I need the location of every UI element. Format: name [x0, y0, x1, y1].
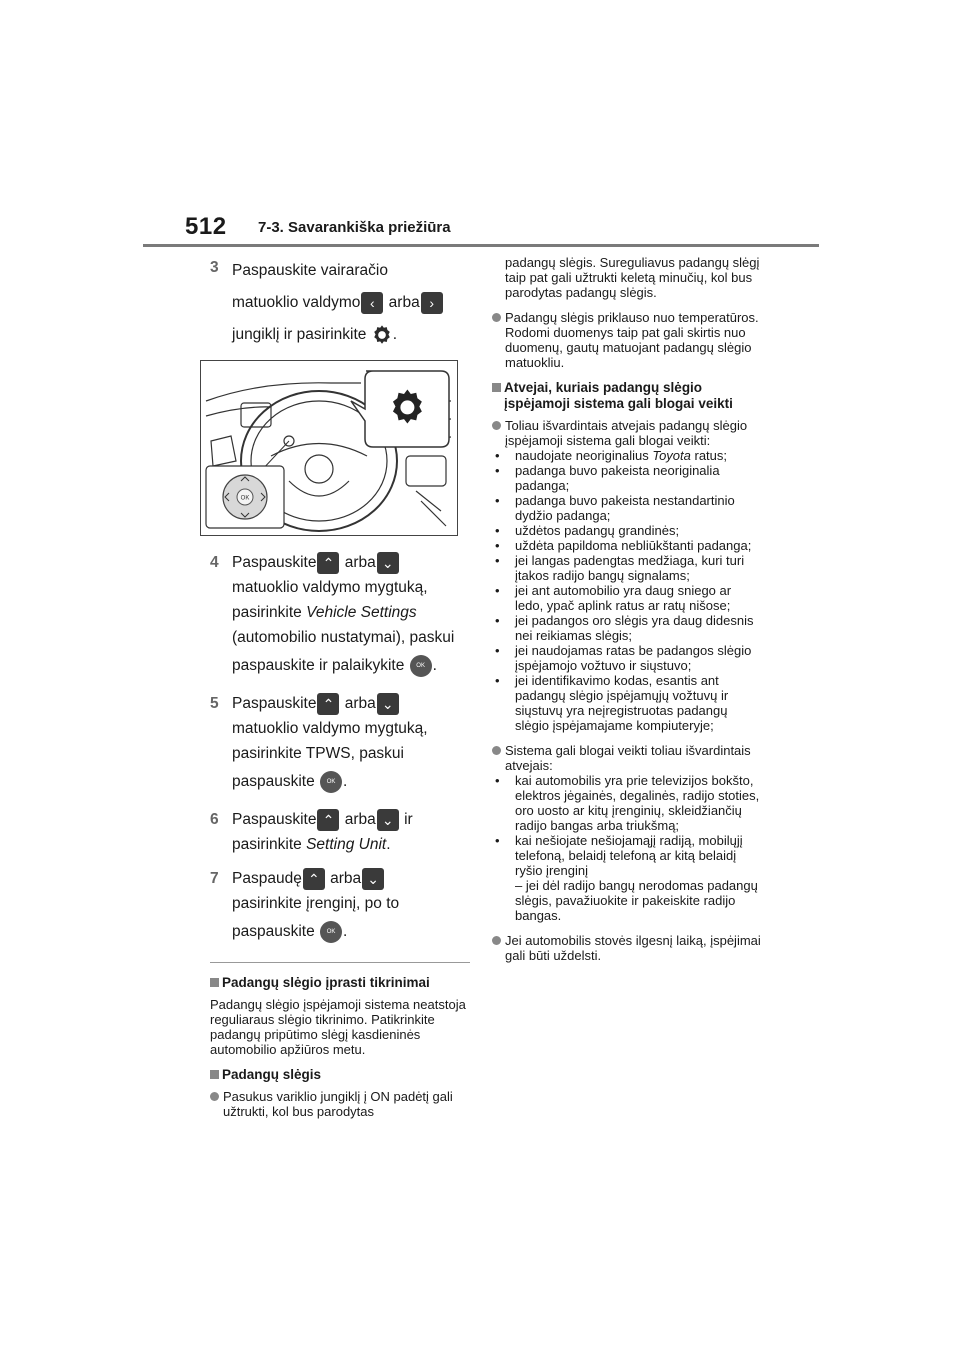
step-3: 3 Paspauskite vairaračio matuoklio valdy…	[210, 255, 470, 351]
chevron-up-icon: ⌃	[302, 867, 325, 890]
list-item: •naudojate neoriginalius Toyota ratus;	[495, 448, 728, 463]
step-number: 4	[210, 554, 219, 571]
step-text: pasirinkite Setting Unit.	[232, 836, 391, 853]
chevron-down-icon: ⌄	[376, 692, 399, 715]
step-text: matuoklio valdymo mygtuką,	[232, 720, 428, 737]
round-bullet-icon	[492, 421, 501, 430]
step-text: matuoklio valdymo mygtuką,	[232, 579, 428, 596]
step-text: paspauskite ir palaikykite OK.	[232, 650, 470, 682]
step-6: 6 Paspauskite⌃ arba⌄ ir pasirinkite Sett…	[210, 807, 470, 857]
step-text: matuoklio valdymo‹ arba›	[232, 287, 470, 319]
chevron-up-icon: ⌃	[317, 692, 340, 715]
list-item: •uždėtos padangų grandinės;	[495, 523, 680, 538]
interference-note: – jei dėl radijo bangų nerodomas padangų…	[515, 878, 758, 923]
square-bullet-icon	[492, 383, 501, 392]
step-7: 7 Paspaudę⌃ arba⌄ pasirinkite įrenginį, …	[210, 866, 470, 948]
checks-paragraph: Padangų slėgio įspėjamoji sistema neatst…	[210, 997, 466, 1057]
right-column: padangų slėgis. Sureguliavus padangų slė…	[492, 255, 762, 973]
round-bullet-icon	[492, 746, 501, 755]
cases-bullet: Toliau išvardintais atvejais padangų slė…	[492, 418, 762, 448]
header-divider	[143, 244, 819, 247]
step-number: 6	[210, 811, 219, 828]
delay-bullet: Jei automobilis stovės ilgesnį laiką, įs…	[492, 933, 762, 963]
interference-list: •kai automobilis yra prie televizijos bo…	[492, 773, 762, 923]
round-bullet-icon	[492, 936, 501, 945]
step-text: Paspauskite vairaračio	[232, 262, 388, 279]
square-bullet-icon	[210, 978, 219, 987]
interference-bullet: Sistema gali blogai veikti toliau išvard…	[492, 743, 762, 773]
step-4: 4 Paspauskite⌃ arba⌄ matuoklio valdymo m…	[210, 550, 470, 682]
pressure-heading: Padangų slėgis	[210, 1067, 470, 1083]
step-text: pasirinkite TPWS, paskui	[232, 745, 404, 762]
list-item: •kai nešiojate nešiojamąjį radiją, mobil…	[495, 833, 743, 878]
step-5: 5 Paspauskite⌃ arba⌄ matuoklio valdymo m…	[210, 691, 470, 798]
step-text: (automobilio nustatymai), paskui	[232, 629, 455, 646]
step-number: 5	[210, 695, 219, 712]
section-divider: Padangų slėgio įprasti tikrinimai	[210, 962, 470, 991]
ok-label: OK	[241, 496, 250, 502]
temperature-bullet: Padangų slėgis priklauso nuo temperatūro…	[492, 310, 762, 370]
step-text: Paspauskite⌃ arba⌄ ir	[232, 807, 470, 832]
gear-icon	[373, 325, 390, 344]
round-bullet-icon	[210, 1092, 219, 1101]
continued-text: padangų slėgis. Sureguliavus padangų slė…	[505, 255, 760, 300]
chevron-right-icon: ›	[420, 291, 443, 314]
page-number: 512	[185, 213, 227, 240]
chevron-down-icon: ⌄	[376, 551, 399, 574]
list-item: •jei langas padengtas medžiaga, kuri tur…	[495, 553, 745, 583]
chevron-left-icon: ‹	[361, 291, 384, 314]
step-text: Paspauskite⌃ arba⌄	[232, 550, 470, 575]
square-bullet-icon	[210, 1070, 219, 1079]
list-item: •uždėta papildoma nebliūkštanti padanga;	[495, 538, 752, 553]
page-header: 512 7-3. Savarankiška priežiūra	[0, 0, 960, 250]
left-column: 3 Paspauskite vairaračio matuoklio valdy…	[200, 255, 470, 1129]
step-number: 7	[210, 870, 219, 887]
step-text: pasirinkite Vehicle Settings	[232, 604, 417, 621]
step-text: Paspauskite⌃ arba⌄	[232, 691, 470, 716]
list-item: •padanga buvo pakeista neoriginalia pada…	[495, 463, 720, 493]
step-number: 3	[210, 259, 219, 276]
chevron-up-icon: ⌃	[317, 551, 340, 574]
steering-wheel-illustration: OK	[200, 360, 458, 536]
step-text: jungiklį ir pasirinkite .	[232, 319, 470, 351]
list-item: •jei naudojamas ratas be padangos slėgio…	[495, 643, 752, 673]
cases-heading: Atvejai, kuriais padangų slėgio įspėjamo…	[492, 380, 762, 412]
chevron-down-icon: ⌄	[376, 808, 399, 831]
round-bullet-icon	[492, 313, 501, 322]
checks-heading: Padangų slėgio įprasti tikrinimai	[210, 975, 470, 991]
list-item: •kai automobilis yra prie televizijos bo…	[495, 773, 760, 833]
step-text: paspauskite OK.	[232, 916, 470, 948]
section-title: 7-3. Savarankiška priežiūra	[258, 219, 451, 236]
step-text: pasirinkite įrenginį, po to	[232, 895, 400, 912]
chevron-down-icon: ⌄	[362, 867, 385, 890]
ok-button-icon: OK	[409, 654, 432, 677]
list-item: •padanga buvo pakeista nestandartinio dy…	[495, 493, 735, 523]
chevron-up-icon: ⌃	[317, 808, 340, 831]
cases-list: •naudojate neoriginalius Toyota ratus; •…	[492, 448, 762, 733]
ok-button-icon: OK	[320, 770, 343, 793]
list-item: •jei identifikavimo kodas, esantis ant p…	[495, 673, 729, 733]
pressure-bullet: Pasukus variklio jungiklį į ON padėtį ga…	[210, 1089, 470, 1119]
list-item: •jei padangos oro slėgis yra daug didesn…	[495, 613, 754, 643]
dashboard-drawing: OK	[205, 370, 452, 532]
ok-button-icon: OK	[320, 920, 343, 943]
list-item: •jei ant automobilio yra daug sniego ar …	[495, 583, 732, 613]
step-text: paspauskite OK.	[232, 766, 470, 798]
step-text: Paspaudę⌃ arba⌄	[232, 866, 470, 891]
